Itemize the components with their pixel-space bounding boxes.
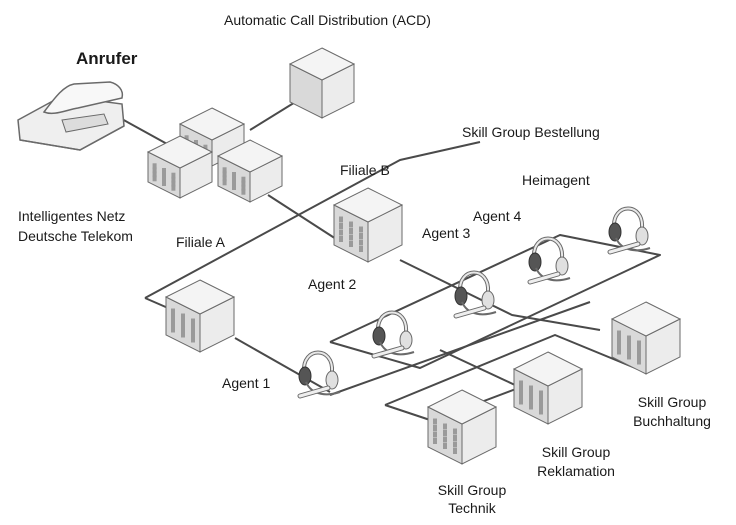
line-skillgroup-order-loop	[329, 234, 661, 369]
network-cube-left	[146, 135, 214, 199]
branch-b-building	[332, 187, 404, 263]
skill-group-accounting-building	[610, 301, 682, 375]
diagram-objects	[17, 47, 682, 465]
skill-group-accounting-label-line2: Buchhaltung	[633, 413, 711, 429]
skill-group-complaints-building	[512, 351, 584, 425]
agent-4-label: Agent 4	[473, 208, 522, 224]
acd-label: Automatic Call Distribution (ACD)	[224, 12, 431, 28]
line-branch-b-to-accounting	[399, 259, 601, 331]
line-skillgroup-order-upper	[144, 141, 481, 299]
agent-2-headset-icon	[371, 310, 415, 359]
home-agent-label: Heimagent	[522, 172, 590, 188]
network-label-line1: Intelligentes Netz	[18, 208, 126, 224]
agent-1-headset-icon	[297, 350, 341, 399]
agent-2-label: Agent 2	[308, 276, 357, 292]
agent-4-headset-icon	[527, 236, 571, 285]
line-branch-a-to-agent1	[234, 337, 331, 393]
network-label-line2: Deutsche Telekom	[18, 228, 133, 244]
skill-group-complaints-label-line1: Skill Group	[541, 444, 611, 460]
branch-a-building	[164, 279, 236, 353]
agent-3-label: Agent 3	[422, 225, 471, 241]
telephone-icon	[17, 81, 125, 151]
line-skillgroup-lower-a	[384, 334, 641, 406]
line-agent1-bus	[329, 301, 591, 396]
skill-group-accounting-label-line1: Skill Group	[637, 394, 707, 410]
agent-3-headset-icon	[453, 270, 497, 319]
acd-cube	[288, 47, 356, 119]
skill-group-order-label: Skill Group Bestellung	[462, 124, 600, 140]
caller-label: Anrufer	[76, 49, 138, 68]
branch-a-label: Filiale A	[176, 234, 226, 250]
line-branch-a-left-stub	[144, 297, 169, 309]
agent-1-label: Agent 1	[222, 375, 271, 391]
skill-group-complaints-label-line2: Reklamation	[537, 463, 615, 479]
skill-group-tech-building	[426, 389, 498, 465]
skill-group-tech-label-line2: Technik	[448, 500, 496, 516]
network-cube-right	[216, 139, 284, 203]
branch-b-label: Filiale B	[340, 162, 390, 178]
skill-group-tech-label-line1: Skill Group	[437, 482, 507, 498]
line-skillgroup-lower-b	[384, 404, 431, 421]
home-agent-headset-icon	[607, 206, 651, 255]
